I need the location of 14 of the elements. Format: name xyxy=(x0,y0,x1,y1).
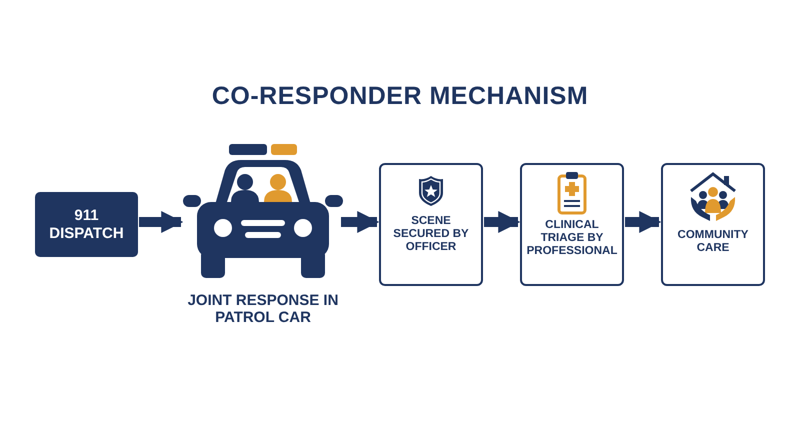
node-label: JOINT RESPONSE IN PATROL CAR xyxy=(186,292,340,326)
arrow xyxy=(139,211,184,233)
node-label: 911 DISPATCH xyxy=(48,207,125,242)
process-box xyxy=(661,163,765,286)
node-label: CLINICAL TRIAGE BY PROFESSIONAL xyxy=(526,219,618,259)
process-box xyxy=(520,163,624,286)
arrow xyxy=(484,211,520,233)
arrow xyxy=(341,211,380,233)
process-box xyxy=(35,192,138,257)
process-box xyxy=(379,163,483,286)
node-label: SCENE SECURED BY OFFICER xyxy=(392,215,470,255)
diagram-title: CO-RESPONDER MECHANISM xyxy=(210,82,590,111)
arrow xyxy=(625,211,662,233)
node-label: COMMUNITY CARE xyxy=(676,229,750,256)
